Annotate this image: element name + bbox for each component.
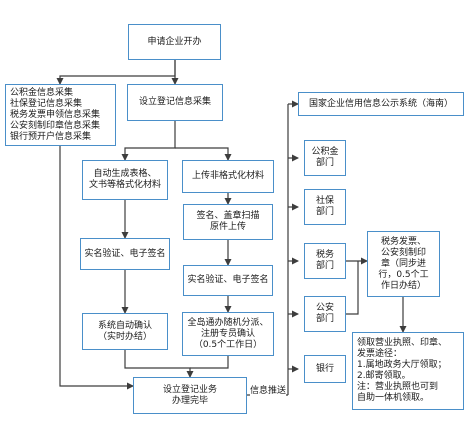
node-realname-left: 实名验证、电子签名: [80, 238, 170, 270]
node-realname-right: 实名验证、电子签名: [183, 265, 273, 296]
arrow-setup-to-upload: [175, 147, 232, 161]
arrow-collect-list-to-done: [59, 146, 134, 390]
node-police-text: 公安 部门: [315, 303, 334, 324]
node-sign-scan: 签名、盖章扫描 原件上传: [183, 204, 273, 240]
node-gsxt-text: 国家企业信用信息公示系统（海南）: [308, 98, 453, 109]
node-upload: 上传非格式化材料: [182, 160, 274, 193]
node-auto-confirm: 系统自动确认 （实时办结）: [82, 313, 168, 350]
node-auto-confirm-text: 系统自动确认 （实时办结）: [97, 320, 152, 342]
node-collect-info: 领取营业执照、印章、 发票途径： 1.属地政务大厅领取； 2.邮寄领取。 注：营…: [352, 332, 464, 410]
node-bank-text: 银行: [315, 363, 334, 374]
node-collect-list: 公积金信息采集 社保登记信息采集 税务发票申领信息采集 公安刻制印章信息采集 银…: [5, 84, 116, 146]
node-auto-gen: 自动生成表格、 文书等格式化材料: [82, 160, 168, 200]
node-setup-collect: 设立登记信息采集: [127, 84, 223, 121]
node-police: 公安 部门: [304, 296, 346, 332]
node-setup-done: 设立登记业务 办理完毕: [133, 377, 247, 414]
node-realname-right-text: 实名验证、电子签名: [187, 275, 269, 285]
node-tax-text: 税务 部门: [315, 250, 334, 271]
node-dispatch: 全岛通办随机分派、 注册专员确认 （0.5个工作日）: [182, 312, 274, 356]
arrow-dispatch-to-done: [190, 356, 229, 369]
node-sign-scan-text: 签名、盖章扫描 原件上传: [196, 211, 260, 232]
node-gjj: 公积金 部门: [304, 140, 346, 176]
node-gsxt: 国家企业信用信息公示系统（海南）: [298, 92, 464, 116]
node-collect-info-text: 领取营业执照、印章、 发票途径： 1.属地政务大厅领取； 2.邮寄领取。 注：营…: [357, 338, 448, 403]
node-shebao: 社保 部门: [304, 189, 346, 225]
arrow-setup-to-autogen: [121, 121, 176, 161]
node-gjj-text: 公积金 部门: [311, 147, 339, 168]
arrow-apply-to-collect-list: [56, 60, 176, 85]
node-collect-list-text: 公积金信息采集 社保登记信息采集 税务发票申领信息采集 公安刻制印章信息采集 银…: [10, 87, 101, 142]
node-realname-left-text: 实名验证、电子签名: [84, 248, 166, 259]
line-police-to-taxseal: [346, 261, 359, 315]
label-info-push: 信息推送: [250, 386, 287, 397]
node-shebao-text: 社保 部门: [315, 196, 334, 217]
node-apply: 申请企业开办: [128, 24, 221, 60]
node-tax-seal: 税务发票、 公安刻制印 章（同步进 行，0.5个工 作日办结）: [367, 231, 440, 297]
arrow-confirm-to-done: [124, 350, 194, 378]
node-setup-collect-text: 设立登记信息采集: [138, 97, 211, 107]
node-upload-text: 上传非格式化材料: [191, 171, 264, 181]
node-dispatch-text: 全岛通办随机分派、 注册专员确认 （0.5个工作日）: [187, 317, 269, 350]
node-setup-done-text: 设立登记业务 办理完毕: [162, 384, 217, 406]
node-auto-gen-text: 自动生成表格、 文书等格式化材料: [88, 169, 161, 190]
node-bank: 银行: [304, 355, 346, 383]
node-tax: 税务 部门: [304, 243, 346, 279]
node-tax-seal-text: 税务发票、 公安刻制印 章（同步进 行，0.5个工 作日办结）: [378, 236, 429, 291]
node-apply-text: 申请企业开办: [147, 36, 202, 47]
